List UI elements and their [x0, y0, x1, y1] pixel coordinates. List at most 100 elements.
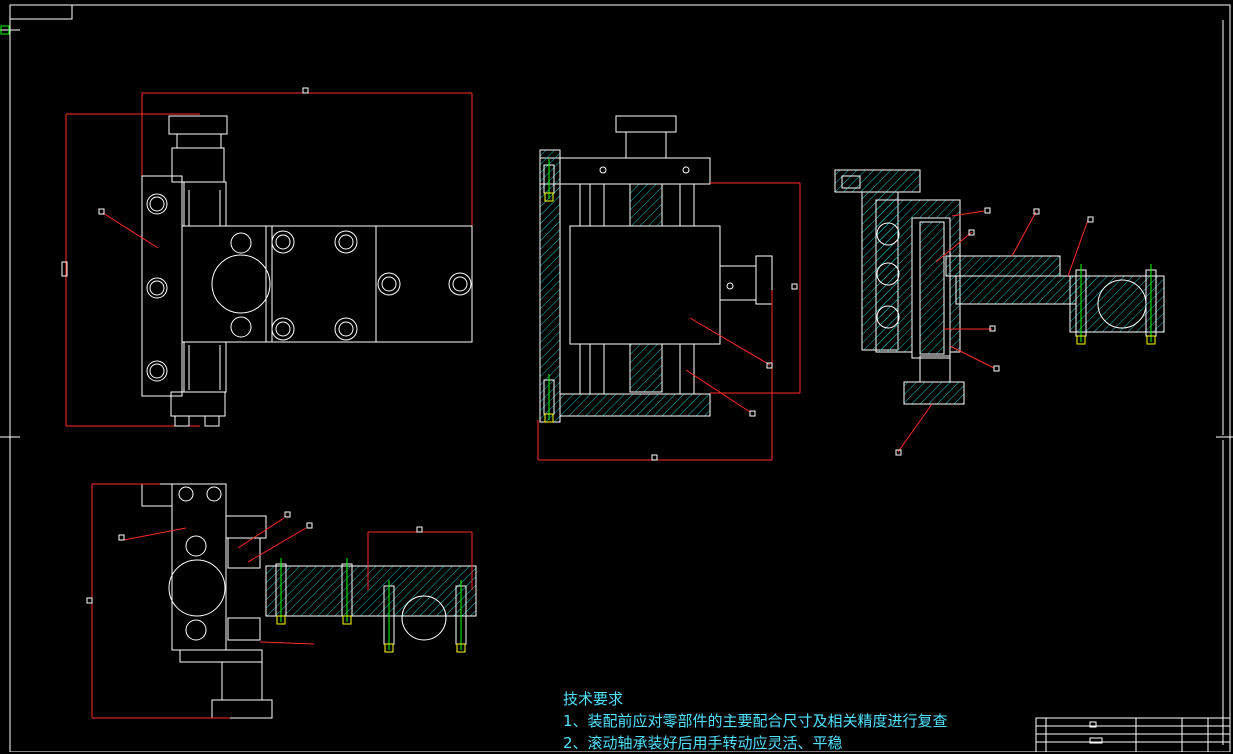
part-outline: [171, 147, 225, 183]
bolt-nut: [1076, 335, 1086, 345]
hole: [146, 277, 168, 299]
bolt-nut: [544, 192, 554, 202]
part-outline: [227, 537, 261, 569]
bolt-nut: [1146, 335, 1156, 345]
screw-thread: [629, 343, 663, 393]
part-outline: [170, 391, 226, 417]
dimension-tag: [98, 208, 105, 215]
dimension-tag: [895, 449, 902, 456]
leader-line: [1067, 219, 1089, 277]
part-outline: [1089, 737, 1103, 744]
dimension-tag: [284, 511, 291, 518]
hatched-side-plate: [539, 149, 561, 423]
bolt-nut: [276, 615, 286, 625]
part-outline: [221, 661, 263, 701]
part-outline: [211, 699, 273, 719]
hole: [377, 272, 401, 296]
screw-thread: [629, 183, 663, 227]
hole: [146, 360, 168, 382]
part-outline: [919, 355, 951, 383]
part-outline: [168, 115, 228, 135]
hole: [275, 321, 291, 337]
part-outline: [841, 175, 861, 189]
leader-line: [259, 641, 315, 645]
part-outline: [615, 115, 677, 133]
hole: [876, 222, 900, 246]
part-outline: [1089, 721, 1097, 728]
dimension-tag: [766, 362, 773, 369]
hole: [185, 619, 207, 641]
leader-line: [102, 212, 159, 249]
hatched-base: [559, 393, 711, 417]
part-outline: [141, 483, 173, 507]
dimension-tag: [984, 207, 991, 214]
bolt-nut: [342, 615, 352, 625]
hole: [682, 166, 690, 174]
dimension-tag: [302, 87, 309, 94]
dimension-tag: [118, 534, 125, 541]
hole: [599, 166, 607, 174]
part-outline: [719, 265, 757, 301]
dimension-tag: [791, 283, 798, 290]
hole: [271, 317, 295, 341]
drawing-border: [9, 4, 1231, 752]
leader-line: [935, 231, 973, 263]
part-outline: [539, 157, 711, 185]
hole: [876, 305, 900, 329]
dimension-tag: [993, 365, 1000, 372]
hole: [334, 230, 358, 254]
leader-line: [1011, 211, 1037, 257]
hole: [726, 282, 734, 290]
hole: [876, 262, 900, 286]
screw-thread: [919, 221, 945, 355]
hatched-bracket: [834, 169, 921, 193]
hatched-arm: [945, 255, 1061, 277]
part-outline: [227, 617, 261, 641]
bolt-nut: [384, 643, 394, 653]
clamp-bore: [401, 595, 447, 641]
hole: [448, 272, 472, 296]
part-outline: [179, 649, 263, 663]
dimension-tag: [1033, 208, 1040, 215]
bolt-nut: [456, 643, 466, 653]
hole: [178, 486, 194, 502]
leader-line: [951, 210, 985, 217]
leader-line: [949, 345, 995, 369]
bearing-bore: [211, 254, 271, 314]
part-outline: [755, 255, 773, 305]
part-outline: [625, 131, 667, 159]
leader-line: [685, 369, 751, 413]
hole: [381, 276, 397, 292]
slider-block: [569, 225, 721, 345]
part-outline: [225, 515, 267, 539]
hatched-arm: [265, 565, 477, 617]
hole: [149, 280, 165, 296]
title-block: [1035, 717, 1231, 752]
dimension-tag: [86, 597, 93, 604]
hole: [230, 232, 252, 254]
hole: [149, 363, 165, 379]
bearing-bore: [168, 559, 226, 617]
hole: [149, 196, 165, 212]
part-outline: [265, 225, 377, 343]
title-corner-box: [9, 4, 73, 20]
part-outline: [204, 415, 220, 427]
hole: [452, 276, 468, 292]
technical-requirements: 技术要求 1、装配前应对零部件的主要配合尺寸及相关精度进行复查 2、滚动轴承装好…: [563, 688, 948, 754]
hole: [275, 234, 291, 250]
leader-line: [237, 517, 285, 549]
part-outline: [375, 225, 473, 343]
part-outline: [181, 225, 273, 343]
hole: [146, 193, 168, 215]
tech-req-heading: 技术要求: [563, 690, 624, 708]
dimension-tag: [989, 325, 996, 332]
hole: [230, 316, 252, 338]
part-outline: [171, 483, 227, 651]
dimension-tag: [749, 410, 756, 417]
bolt-nut: [544, 413, 554, 423]
leader-line: [689, 317, 771, 366]
hatched-clamp: [1069, 275, 1165, 333]
hole: [185, 535, 207, 557]
dimension-tag: [61, 261, 68, 277]
